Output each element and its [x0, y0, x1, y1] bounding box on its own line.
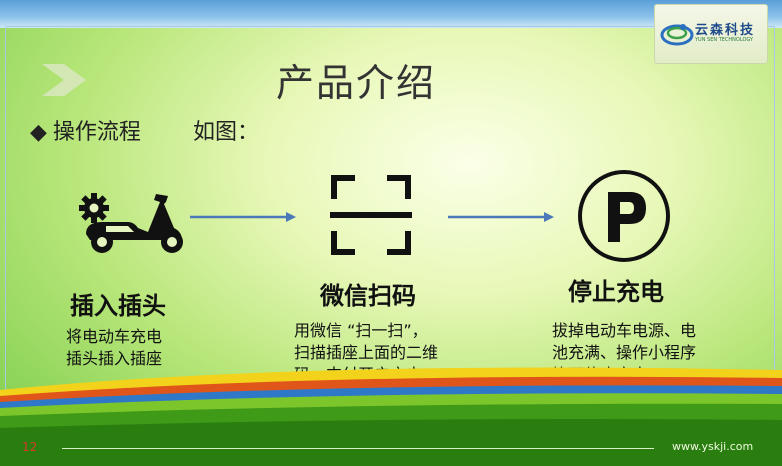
page-number: 12: [22, 440, 38, 454]
qr-scan-icon: [330, 175, 412, 255]
company-logo: 云森科技 YUN SEN TECHNOLOGY: [654, 4, 768, 64]
logo-subtext: YUN SEN TECHNOLOGY: [695, 37, 754, 43]
logo-swirl-icon: [660, 24, 694, 46]
step-desc-plug-in: 将电动车充电 插头插入插座: [66, 326, 162, 370]
decorative-waves: [0, 367, 782, 466]
footer-url: www.yskji.com: [672, 440, 754, 453]
arrow-right-icon: [190, 212, 296, 222]
footer-divider: [62, 448, 654, 449]
scooter-gear-icon: [79, 193, 183, 253]
page-title: 产品介绍: [276, 61, 437, 105]
subtitle-suffix: 如图：: [192, 120, 259, 145]
chevron-icon: [42, 64, 86, 96]
desc-line: 池充满、操作小程序: [552, 343, 697, 362]
subtitle-text: 操作流程: [52, 120, 141, 145]
diamond-bullet-icon: ◆: [30, 120, 47, 145]
desc-line: 插头插入插座: [66, 349, 163, 368]
top-band: [0, 0, 782, 28]
step-title-stop-charging: 停止充电: [568, 278, 664, 306]
subtitle-line: ◆操作流程 如图：: [30, 114, 259, 146]
parking-p-icon: [578, 170, 670, 262]
step-title-plug-in: 插入插头: [70, 292, 166, 320]
arrow-right-icon: [448, 212, 554, 222]
step-title-wechat-scan: 微信扫码: [320, 282, 416, 310]
desc-line: 拔掉电动车电源、电: [552, 321, 697, 340]
desc-line: 用微信 “扫一扫”，: [294, 321, 428, 340]
logo-name: 云森科技: [695, 23, 756, 38]
desc-line: 将电动车充电: [66, 327, 163, 346]
desc-line: 扫描插座上面的二维: [294, 343, 439, 362]
